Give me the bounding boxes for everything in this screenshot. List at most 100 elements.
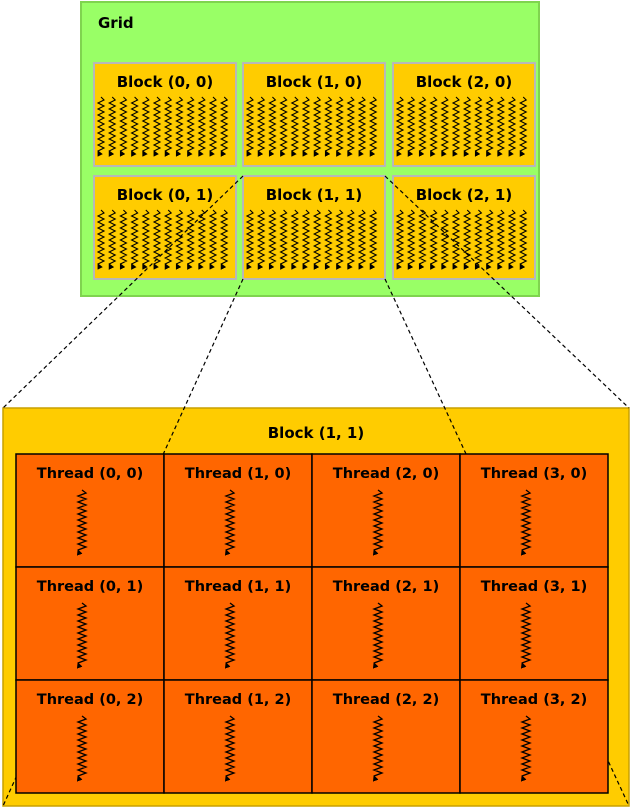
mini-thread-arrow-icon bbox=[418, 209, 427, 270]
thread-cell: Thread (1, 2) bbox=[163, 679, 313, 794]
thread-arrow-icon bbox=[372, 489, 384, 556]
thread-cell-box bbox=[15, 679, 165, 794]
thread-arrow-icon bbox=[520, 602, 532, 669]
mini-thread-arrow-icon bbox=[219, 209, 229, 270]
mini-thread-arrow-icon bbox=[130, 209, 139, 270]
mini-thread-arrow-icon bbox=[485, 96, 494, 157]
grid-block-label: Block (1, 1) bbox=[266, 186, 362, 204]
mini-thread-arrow-icon bbox=[96, 96, 106, 157]
grid-block-label: Block (2, 0) bbox=[416, 73, 512, 91]
grid-block-label: Block (0, 0) bbox=[117, 73, 213, 91]
mini-thread-arrow-icon bbox=[440, 209, 450, 270]
thread-cell: Thread (0, 2) bbox=[15, 679, 165, 794]
mini-thread-arrow-icon bbox=[268, 209, 277, 270]
mini-thread-arrow-icon bbox=[474, 96, 483, 157]
mini-thread-arrow-icon bbox=[290, 209, 300, 270]
mini-thread-arrow-icon bbox=[406, 96, 416, 157]
thread-cell-box bbox=[459, 679, 609, 794]
thread-label: Thread (2, 1) bbox=[333, 579, 439, 595]
grid-blocks: Block (0, 0) Block (1, 0) Block (2, 0) Bloc… bbox=[93, 62, 536, 280]
thread-arrow-icon bbox=[76, 489, 88, 556]
thread-arrow-icon bbox=[224, 602, 236, 669]
mini-thread-arrow-icon bbox=[208, 209, 218, 270]
thread-label: Thread (1, 0) bbox=[185, 466, 291, 482]
thread-label: Thread (3, 1) bbox=[481, 579, 587, 595]
mini-thread-arrow-icon bbox=[163, 96, 173, 157]
grid-label: Grid bbox=[98, 14, 134, 32]
thread-cell-box bbox=[311, 453, 461, 568]
grid-block: Block (0, 0) bbox=[93, 62, 237, 167]
mini-thread-arrow-icon bbox=[507, 209, 517, 270]
mini-thread-arrow-icon bbox=[219, 96, 229, 157]
mini-thread-arrow-icon bbox=[346, 96, 356, 157]
grid-block: Block (0, 1) bbox=[93, 175, 237, 280]
thread-cell: Thread (3, 2) bbox=[459, 679, 609, 794]
mini-thread-arrow-icon bbox=[324, 96, 333, 157]
mini-thread-arrow-icon bbox=[395, 209, 405, 270]
mini-thread-arrow-icon bbox=[152, 209, 162, 270]
thread-cell: Thread (2, 2) bbox=[311, 679, 461, 794]
mini-thread-arrow-icon bbox=[96, 209, 106, 270]
mini-thread-arrow-icon bbox=[346, 209, 356, 270]
thread-arrow-icon bbox=[372, 602, 384, 669]
mini-thread-arrow-icon bbox=[301, 96, 311, 157]
mini-thread-arrow-icon bbox=[440, 96, 450, 157]
thread-cell: Thread (3, 0) bbox=[459, 453, 609, 568]
mini-thread-arrow-icon bbox=[496, 96, 506, 157]
grid-block: Block (1, 0) bbox=[242, 62, 386, 167]
mini-thread-arrow-icon bbox=[335, 209, 344, 270]
mini-thread-arrow-icon bbox=[119, 209, 128, 270]
thread-cell-box bbox=[311, 566, 461, 681]
thread-cell: Thread (0, 1) bbox=[15, 566, 165, 681]
mini-thread-arrow-icon bbox=[368, 96, 378, 157]
thread-cell: Thread (2, 1) bbox=[311, 566, 461, 681]
mini-thread-arrow-icon bbox=[451, 209, 461, 270]
mini-thread-arrow-icon bbox=[462, 209, 472, 270]
mini-thread-arrow-icon bbox=[279, 209, 288, 270]
thread-cell: Thread (0, 0) bbox=[15, 453, 165, 568]
thread-arrow-icon bbox=[520, 715, 532, 782]
mini-thread-arrow-icon bbox=[462, 96, 472, 157]
grid-block: Block (2, 1) bbox=[392, 175, 536, 280]
mini-thread-arrow-icon bbox=[268, 96, 277, 157]
mini-thread-arrow-icon bbox=[496, 209, 506, 270]
thread-label: Thread (3, 2) bbox=[481, 692, 587, 708]
thread-arrow-icon bbox=[520, 489, 532, 556]
thread-arrow-icon bbox=[76, 715, 88, 782]
mini-thread-arrow-icon bbox=[451, 96, 461, 157]
thread-cell: Thread (1, 0) bbox=[163, 453, 313, 568]
grid-block-label: Block (0, 1) bbox=[117, 186, 213, 204]
thread-cell-box bbox=[15, 453, 165, 568]
mini-thread-arrow-icon bbox=[290, 96, 300, 157]
thread-label: Thread (2, 2) bbox=[333, 692, 439, 708]
thread-arrow-icon bbox=[372, 715, 384, 782]
expanded-block-label: Block (1, 1) bbox=[268, 424, 364, 442]
mini-thread-arrow-icon bbox=[279, 96, 288, 157]
grid-block: Block (1, 1) bbox=[242, 175, 386, 280]
thread-label: Thread (1, 2) bbox=[185, 692, 291, 708]
thread-cell-box bbox=[459, 566, 609, 681]
mini-thread-arrow-icon bbox=[197, 209, 207, 270]
mini-thread-arrow-icon bbox=[175, 96, 184, 157]
thread-label: Thread (0, 2) bbox=[37, 692, 143, 708]
mini-thread-arrow-icon bbox=[197, 96, 207, 157]
mini-thread-arrow-icon bbox=[245, 209, 255, 270]
thread-arrow-icon bbox=[76, 602, 88, 669]
expansion-line-outer-right bbox=[384, 175, 630, 409]
grid-block-label: Block (2, 1) bbox=[416, 186, 512, 204]
mini-thread-arrow-icon bbox=[152, 96, 162, 157]
thread-label: Thread (3, 0) bbox=[481, 466, 587, 482]
mini-thread-arrow-icon bbox=[119, 96, 128, 157]
mini-thread-arrow-icon bbox=[507, 96, 517, 157]
mini-thread-arrow-icon bbox=[357, 209, 367, 270]
mini-thread-arrow-icon bbox=[130, 96, 139, 157]
mini-thread-arrow-icon bbox=[406, 209, 416, 270]
mini-thread-arrow-icon bbox=[418, 96, 427, 157]
mini-thread-arrow-icon bbox=[312, 96, 322, 157]
mini-thread-arrow-icon bbox=[395, 96, 405, 157]
thread-arrow-icon bbox=[224, 715, 236, 782]
mini-thread-arrow-icon bbox=[335, 96, 344, 157]
thread-cell-box bbox=[459, 453, 609, 568]
mini-thread-arrow-icon bbox=[368, 209, 378, 270]
